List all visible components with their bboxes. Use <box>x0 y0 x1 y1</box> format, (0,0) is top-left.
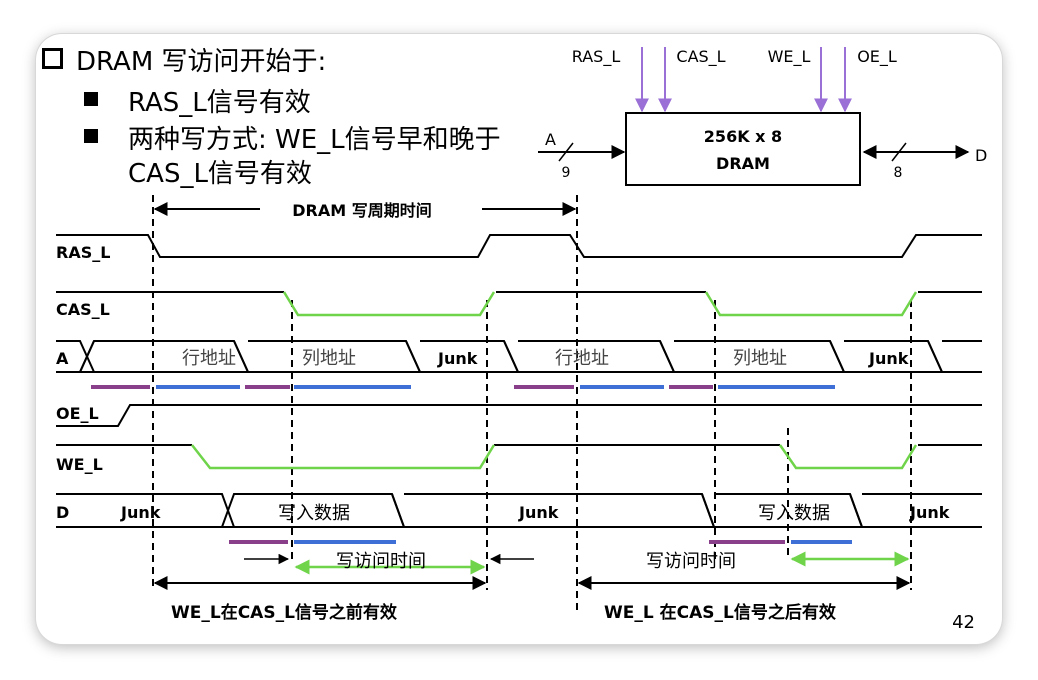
data-labels: Junk 写入数据 Junk 写入数据 Junk <box>120 503 950 524</box>
write-access-time-late: 写访问时间 <box>646 551 910 572</box>
write-access-label-1: 写访问时间 <box>336 551 426 572</box>
signal-oe: OE_L <box>56 404 99 423</box>
ras-waveform <box>56 234 982 258</box>
addr-col-1: 列地址 <box>302 348 356 369</box>
addr-bus-width: 9 <box>562 165 571 181</box>
data-junk-1: Junk <box>120 503 161 522</box>
dram-chip-size: 256K x 8 <box>704 127 782 146</box>
signal-cas: CAS_L <box>56 300 110 319</box>
data-write-2: 写入数据 <box>758 503 830 524</box>
addr-junk-1: Junk <box>437 349 478 368</box>
addr-col-2: 列地址 <box>733 348 787 369</box>
signal-d: D <box>56 503 69 522</box>
input-label-ras: RAS_L <box>572 47 621 67</box>
signal-names: RAS_L CAS_L A OE_L WE_L D <box>56 243 110 522</box>
bullet-we-line2: CAS_L信号有效 <box>128 159 312 189</box>
write-cycle-time: DRAM 写周期时间 <box>153 201 577 220</box>
data-junk-3: Junk <box>909 503 950 522</box>
bullet-we-line1: 两种写方式: WE_L信号早和晚于 <box>128 125 501 155</box>
address-waveform <box>56 340 982 373</box>
dram-chip-name: DRAM <box>716 154 770 173</box>
checkbox-bullet-icon <box>42 48 63 69</box>
write-access-time-early: 写访问时间 <box>244 551 534 575</box>
data-junk-2: Junk <box>518 503 559 522</box>
dram-chip-block: 256K x 8 DRAM <box>625 112 861 186</box>
input-label-cas: CAS_L <box>676 47 725 67</box>
addr-row-2: 行地址 <box>555 348 609 369</box>
cas-waveform-active <box>282 291 918 317</box>
addr-bus-label: A <box>545 130 556 149</box>
cycle-time-label: DRAM 写周期时间 <box>292 201 431 220</box>
address-labels: 行地址 列地址 Junk 行地址 列地址 Junk <box>182 348 909 369</box>
caption-late-write: WE_L 在CAS_L信号之后有效 <box>604 602 836 623</box>
bullet-ras: RAS_L信号有效 <box>128 88 311 118</box>
square-bullet-icon <box>84 92 98 106</box>
square-bullet-icon <box>84 129 98 143</box>
input-label-oe: OE_L <box>857 47 897 67</box>
page-number: 42 <box>952 612 975 633</box>
data-bus-width: 8 <box>894 165 903 181</box>
signal-we: WE_L <box>56 455 103 474</box>
data-write-1: 写入数据 <box>278 503 350 524</box>
addr-junk-2: Junk <box>868 349 909 368</box>
write-access-label-2: 写访问时间 <box>646 551 736 572</box>
dram-address-bus: A 9 <box>538 130 626 181</box>
signal-a: A <box>56 349 69 368</box>
data-waveform <box>56 493 982 528</box>
data-bus-label: D <box>975 146 987 165</box>
dram-control-inputs: RAS_L CAS_L WE_L OE_L <box>572 47 897 113</box>
oe-waveform <box>108 404 982 427</box>
caption-early-write: WE_L在CAS_L信号之前有效 <box>171 602 397 623</box>
slide-title: DRAM 写访问开始于: <box>76 47 327 77</box>
dram-data-bus: 8 D <box>862 142 987 181</box>
addr-row-1: 行地址 <box>182 348 236 369</box>
we-waveform-active <box>191 444 918 470</box>
signal-ras: RAS_L <box>56 243 110 262</box>
input-label-we: WE_L <box>768 47 811 67</box>
